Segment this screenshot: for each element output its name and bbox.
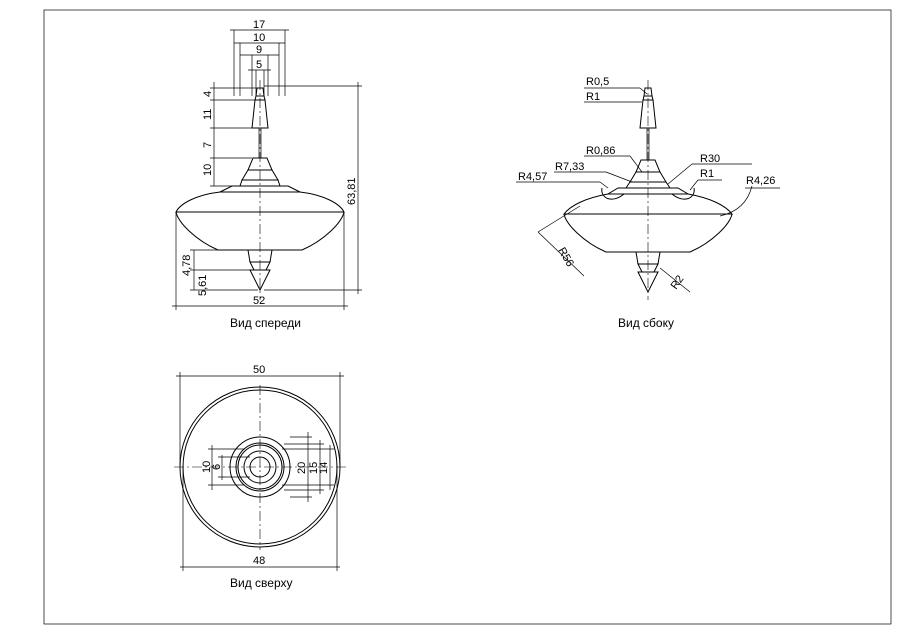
- dim-17: 17: [253, 19, 265, 31]
- sheet-frame: [43, 9, 892, 625]
- dim-4: 4: [202, 91, 214, 97]
- dim-r1-side: R1: [700, 168, 714, 180]
- dim-50: 50: [253, 364, 265, 376]
- top-view: 50 48 10 6 20 15 14 Вид сверху: [174, 364, 346, 590]
- dim-7: 7: [202, 142, 214, 148]
- dim-r4-57: R4,57: [518, 171, 547, 183]
- front-view-caption: Вид спереди: [230, 316, 301, 330]
- dim-6: 6: [211, 464, 223, 470]
- dim-4-78: 4,78: [181, 255, 193, 276]
- dim-r7-33: R7,33: [555, 161, 584, 173]
- dim-11: 11: [202, 109, 214, 120]
- dim-15: 15: [308, 462, 320, 474]
- dim-r30: R30: [700, 153, 720, 165]
- dim-r4-26: R4,26: [746, 175, 775, 187]
- dim-10-vertical: 10: [202, 164, 214, 176]
- dim-63-81: 63,81: [346, 177, 358, 205]
- dim-10-top: 10: [201, 461, 213, 473]
- dim-5: 5: [256, 59, 262, 71]
- dim-48: 48: [253, 555, 265, 567]
- dim-20: 20: [296, 462, 308, 474]
- side-view-caption: Вид сбоку: [618, 316, 674, 330]
- dim-14: 14: [318, 462, 330, 474]
- dim-r0-5: R0,5: [586, 76, 609, 88]
- dim-52: 52: [253, 295, 265, 307]
- dim-r1-top: R1: [586, 91, 600, 103]
- dim-r0-86: R0,86: [586, 145, 615, 157]
- dim-10: 10: [253, 32, 265, 44]
- dim-r2: R2: [669, 273, 687, 291]
- dim-5-61: 5,61: [197, 275, 209, 296]
- front-view: 17 10 9 5 4 11 7 10 63,81 4,78 5,61 52 В…: [172, 19, 362, 330]
- side-view: R0,5 R1 R0,86 R7,33 R4,57 R30 R1 R4,26 R…: [516, 76, 780, 330]
- dim-9: 9: [256, 44, 262, 56]
- top-view-caption: Вид сверху: [230, 576, 293, 590]
